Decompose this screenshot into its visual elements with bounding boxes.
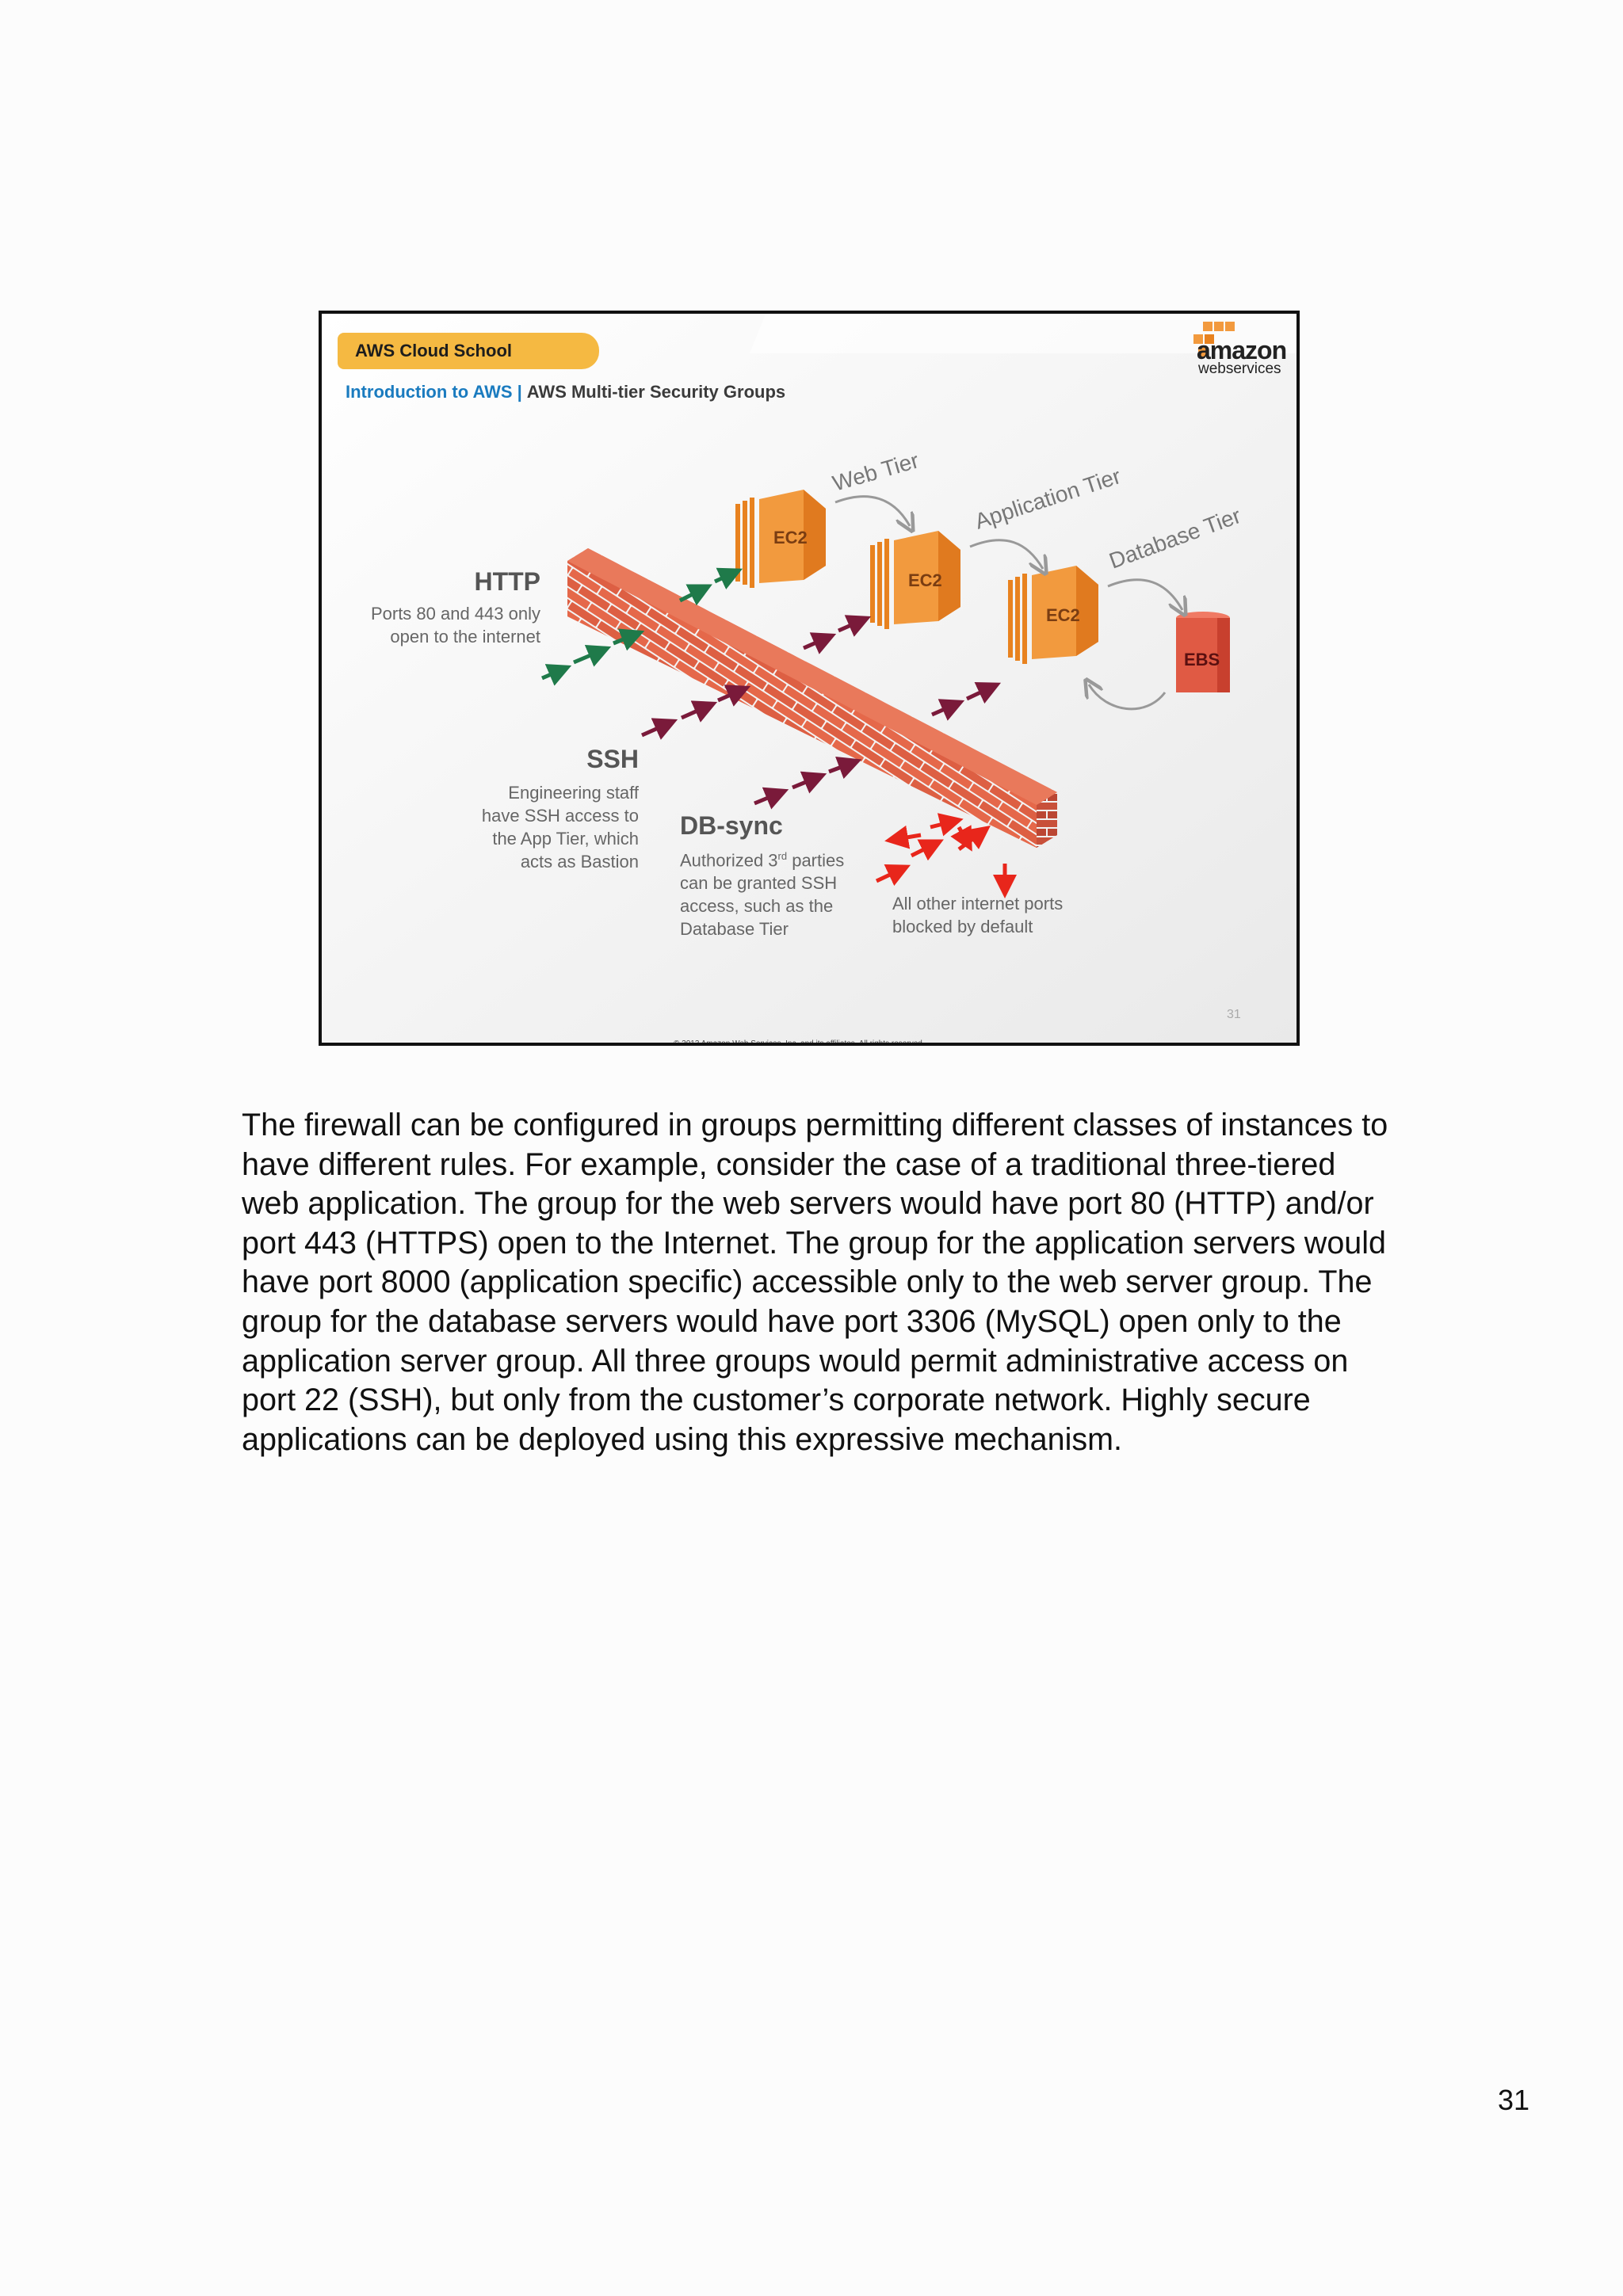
logo-line-2: webservices	[1198, 361, 1286, 376]
slide-copyright: © 2013 Amazon Web Services, Inc. and its…	[674, 1039, 925, 1046]
dbsync-line-4: Database Tier	[680, 917, 844, 940]
ssh-line-2: have SSH access to	[482, 804, 639, 827]
ebs-label: EBS	[1184, 650, 1220, 669]
dbsync-line-1: Authorized 3rd parties	[680, 845, 844, 871]
ebs-icon: EBS	[1176, 612, 1230, 692]
dbsync-line-1-sup: rd	[778, 850, 788, 862]
aws-logo: amazon webservices	[1197, 338, 1286, 376]
slide-subtitle: Introduction to AWS|AWS Multi-tier Secur…	[346, 382, 785, 402]
dbsync-line-1-pre: Authorized 3	[680, 850, 778, 870]
blocked-description: All other internet ports blocked by defa…	[892, 892, 1063, 938]
subtitle-section: Introduction to AWS	[346, 382, 513, 402]
slide-image: EC2 EC2 EC2 EBS Web Tier A	[319, 311, 1300, 1046]
ec2-app-label: EC2	[908, 570, 942, 590]
dbsync-line-1-post: parties	[787, 850, 844, 870]
logo-line-1: amazon	[1197, 338, 1286, 363]
ssh-line-1: Engineering staff	[482, 781, 639, 804]
ssh-line-4: acts as Bastion	[482, 850, 639, 873]
ssh-heading: SSH	[586, 745, 639, 774]
course-badge: AWS Cloud School	[338, 333, 599, 369]
dbsync-heading: DB-sync	[680, 811, 783, 841]
subtitle-topic: AWS Multi-tier Security Groups	[527, 382, 785, 402]
dbsync-line-3: access, such as the	[680, 894, 844, 917]
slide-number: 31	[1227, 1008, 1241, 1022]
http-heading: HTTP	[474, 567, 540, 597]
course-badge-label: AWS Cloud School	[355, 341, 512, 361]
ssh-line-3: the App Tier, which	[482, 827, 639, 850]
dbsync-line-2: can be granted SSH	[680, 871, 844, 894]
blocked-line-1: All other internet ports	[892, 892, 1063, 915]
subtitle-separator: |	[517, 382, 522, 402]
ec2-db-label: EC2	[1046, 605, 1080, 625]
http-line-1: Ports 80 and 443 only	[371, 602, 540, 625]
ec2-web-label: EC2	[773, 528, 808, 547]
http-line-2: open to the internet	[371, 625, 540, 648]
dbsync-description: Authorized 3rd parties can be granted SS…	[680, 845, 844, 940]
ssh-description: Engineering staff have SSH access to the…	[482, 781, 639, 873]
blocked-line-2: blocked by default	[892, 915, 1063, 938]
page-number: 31	[1498, 2084, 1529, 2117]
notes-paragraph: The firewall can be configured in groups…	[242, 1106, 1399, 1459]
http-description: Ports 80 and 443 only open to the intern…	[371, 602, 540, 648]
